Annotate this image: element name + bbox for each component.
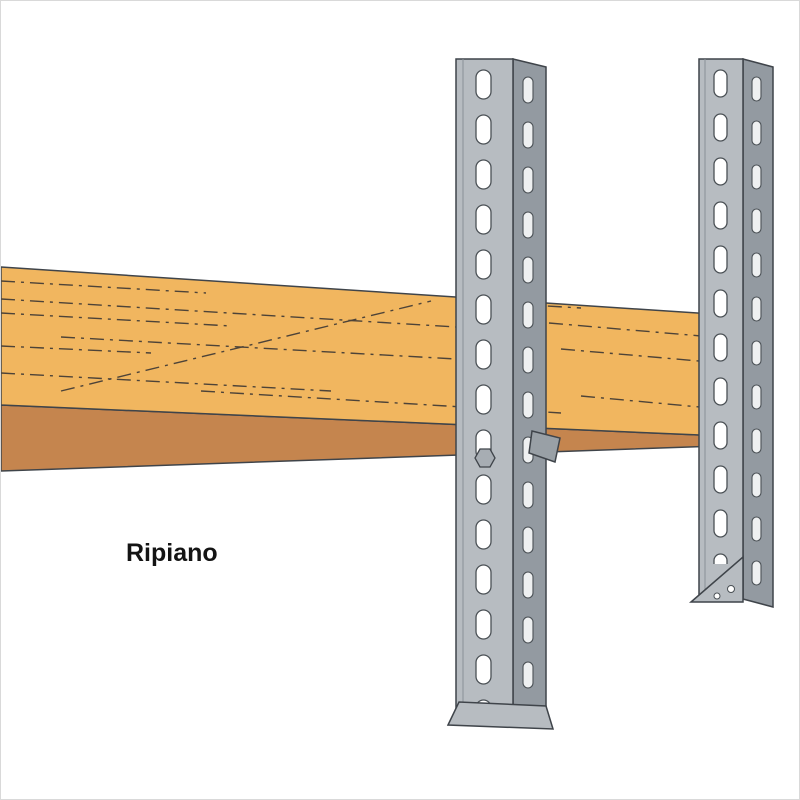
left-post-side-slots: [513, 59, 546, 727]
left-post-foot: [446, 701, 555, 730]
gusset-hole: [727, 585, 735, 593]
right-upright-post: [688, 58, 774, 608]
left-post-front-slots: [456, 59, 513, 719]
shelf-board: [1, 266, 759, 472]
wood-grain-lines: [1, 280, 722, 414]
gusset-hole: [713, 592, 721, 600]
right-post-front-slots: [699, 59, 743, 564]
left-upright-post: [446, 58, 555, 730]
right-post-side-slots: [743, 59, 773, 607]
ripiano-label: Ripiano: [126, 539, 218, 567]
shelf-clip-bracket: [528, 430, 561, 463]
hex-bolt: [474, 448, 496, 468]
